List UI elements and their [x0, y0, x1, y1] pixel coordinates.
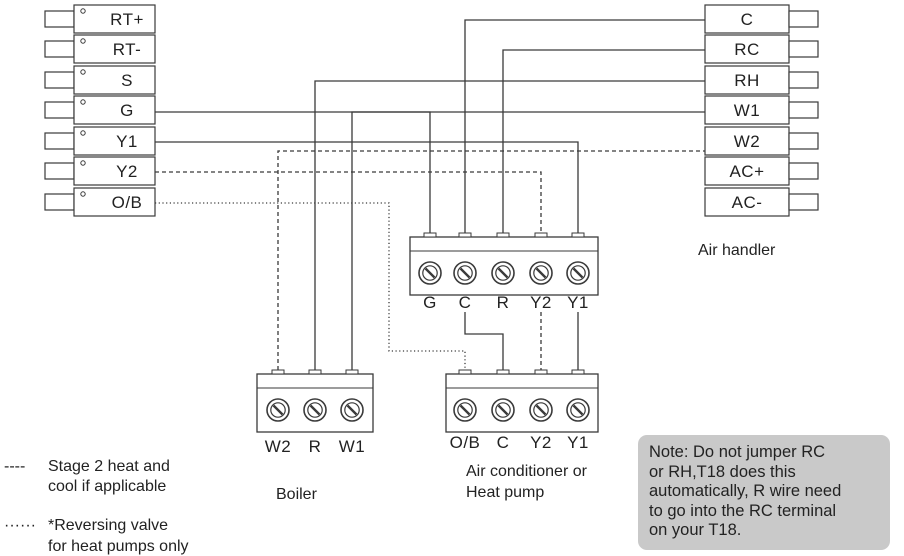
note-line: Note: Do not jumper RC [649, 443, 826, 461]
thermostat-terminal: Y2 [44, 156, 156, 186]
block-terminal-label: R [497, 293, 510, 312]
air-handler-terminal-label: AC- [732, 193, 763, 212]
boiler-title: Boiler [276, 486, 318, 503]
terminal-tab [423, 232, 437, 238]
air-handler-terminal-label: RH [734, 71, 760, 90]
screw-icon [340, 398, 364, 422]
screw-icon [566, 398, 590, 422]
screw-icon [566, 261, 590, 285]
screw-icon [491, 398, 515, 422]
air-handler-terminal: AC- [704, 187, 819, 217]
wire-c [464, 19, 705, 233]
screw-icon [453, 398, 477, 422]
note-line: to go into the RC terminal [649, 501, 837, 520]
thermostat-terminal-label: Y1 [116, 132, 138, 151]
air-handler-terminal-label: AC+ [729, 162, 764, 181]
legend-dotted-line2: for heat pumps only [48, 538, 189, 555]
thermostat-terminal-label: RT+ [110, 10, 144, 29]
block-terminal-label: W2 [265, 437, 292, 456]
block-terminal-label: Y1 [567, 433, 589, 452]
air-handler-terminal-label: W1 [734, 101, 761, 120]
wire-y2-dashed [155, 171, 542, 233]
terminal-tab [571, 232, 585, 238]
wire-rh [314, 80, 705, 370]
air-handler-terminal-label: RC [734, 40, 760, 59]
wire-rc [502, 49, 705, 233]
block-terminal-label: R [309, 437, 322, 456]
thermostat-terminal-label: Y2 [116, 162, 138, 181]
air-handler-title: Air handler [698, 242, 776, 259]
terminal-tab [271, 369, 285, 375]
air-handler-terminal: C [704, 4, 819, 34]
screw-icon [491, 261, 515, 285]
thermostat-terminal-label: G [120, 101, 134, 120]
legend-dotted-line1: *Reversing valve [48, 517, 168, 534]
legend-dashed-line2: cool if applicable [48, 478, 166, 495]
terminal-tab [308, 369, 322, 375]
air-handler-terminal-label: C [741, 10, 754, 29]
screw-icon [418, 261, 442, 285]
thermostat-terminal: Y1 [44, 126, 156, 156]
terminal-tab [458, 232, 472, 238]
screw-icon [303, 398, 327, 422]
wire-ob-dotted [155, 202, 466, 370]
block-terminal-label: O/B [450, 433, 481, 452]
terminal-tab [534, 369, 548, 375]
thermostat-terminal: G [44, 95, 156, 125]
terminal-tab [496, 369, 510, 375]
terminal-tab [458, 369, 472, 375]
screw-icon [529, 398, 553, 422]
block-terminal-label: Y1 [567, 293, 589, 312]
wires [155, 19, 705, 370]
air-handler-terminal: AC+ [704, 156, 819, 186]
thermostat-terminal-label: O/B [112, 193, 143, 212]
heat-pump-block: O/B C Y2 Y1 [445, 369, 599, 452]
heat-pump-title-line2: Heat pump [466, 484, 544, 501]
wire-c-to-hp [464, 312, 504, 370]
note-line: on your T18. [649, 521, 742, 539]
block-terminal-label: Y2 [530, 293, 552, 312]
terminal-tab [496, 232, 510, 238]
screw-icon [529, 261, 553, 285]
block-terminal-label: W1 [339, 437, 366, 456]
terminal-tab [571, 369, 585, 375]
terminal-tab [345, 369, 359, 375]
block-terminal-label: G [423, 293, 437, 312]
screw-icon [266, 398, 290, 422]
screw-icon [453, 261, 477, 285]
air-handler-terminal-label: W2 [734, 132, 761, 151]
terminal-tab [534, 232, 548, 238]
boiler-block: W2 R W1 [256, 369, 374, 456]
block-terminal-label: Y2 [530, 433, 552, 452]
block-terminal-label: C [497, 433, 510, 452]
block-terminal-label: C [459, 293, 472, 312]
wire-y1 [155, 141, 579, 233]
air-handler-terminal: W1 [704, 95, 819, 125]
thermostat-terminal: RT- [44, 34, 156, 64]
air-handler-terminal: W2 [704, 126, 819, 156]
legend-dotted-symbol: ······ [4, 517, 36, 534]
note-box: Note: Do not jumper RC or RH,T18 does th… [638, 435, 890, 550]
thermostat-terminal-label: RT- [113, 40, 142, 59]
air-handler-terminal: RC [704, 34, 819, 64]
thermostat-terminal: RT+ [44, 4, 156, 34]
note-line: automatically, R wire need [649, 482, 842, 500]
thermostat-terminal: S [44, 65, 156, 95]
air-handler-terminal: RH [704, 65, 819, 95]
wire-w2-dashed [277, 150, 705, 370]
heat-pump-title-line1: Air conditioner or [466, 463, 588, 480]
legend: ---- Stage 2 heat and cool if applicable… [4, 458, 189, 555]
legend-dashed-line1: Stage 2 heat and [48, 458, 170, 475]
air-handler-block: G C R Y2 Y1 [409, 232, 599, 312]
wire-w1 [351, 111, 705, 370]
thermostat-terminal: O/B [44, 187, 156, 217]
legend-dashed-symbol: ---- [4, 458, 25, 475]
thermostat-terminal-label: S [121, 71, 133, 90]
note-line: or RH,T18 does this [649, 462, 796, 481]
